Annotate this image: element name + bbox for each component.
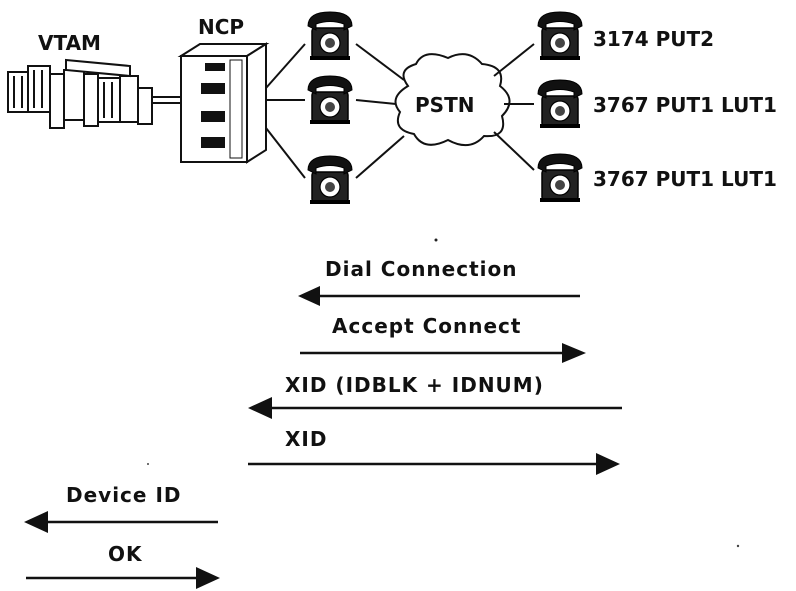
scan-speck [147, 463, 149, 465]
flow-arrow-left [248, 397, 622, 419]
telephone-icon [307, 11, 353, 61]
telephone-icon [307, 155, 353, 205]
telephone-icon [537, 11, 583, 61]
pstn-cloud-icon [394, 53, 511, 147]
phone-pstn-links-left [355, 43, 405, 179]
flow-arrow-left [24, 511, 218, 533]
flow-arrow-right [248, 453, 620, 475]
pstn-phone-links-right [493, 43, 535, 171]
scan-speck [736, 544, 740, 548]
vtam-mainframe-icon [7, 58, 153, 129]
pstn-label: PSTN [415, 93, 474, 117]
device-label-2: 3767 PUT1 LUT1 [593, 93, 777, 117]
vtam-label: VTAM [38, 31, 101, 55]
flow-label-4: XID [285, 427, 327, 451]
scan-speck [434, 238, 438, 242]
telephone-icon [537, 153, 583, 203]
telephone-icon [307, 75, 353, 125]
ncp-label: NCP [198, 15, 244, 39]
flow-label-6: OK [108, 542, 143, 566]
flow-arrow-right [26, 567, 220, 589]
flow-label-1: Dial Connection [325, 257, 517, 281]
telephone-icon [537, 79, 583, 129]
ncp-controller-icon [177, 42, 270, 164]
flow-arrow-left [298, 286, 580, 306]
flow-label-5: Device ID [66, 483, 181, 507]
flow-arrow-right [300, 343, 586, 363]
flow-label-3: XID (IDBLK + IDNUM) [285, 373, 544, 397]
device-label-1: 3174 PUT2 [593, 27, 714, 51]
flow-label-2: Accept Connect [332, 314, 521, 338]
ncp-phone-links [265, 43, 306, 179]
device-label-3: 3767 PUT1 LUT1 [593, 167, 777, 191]
